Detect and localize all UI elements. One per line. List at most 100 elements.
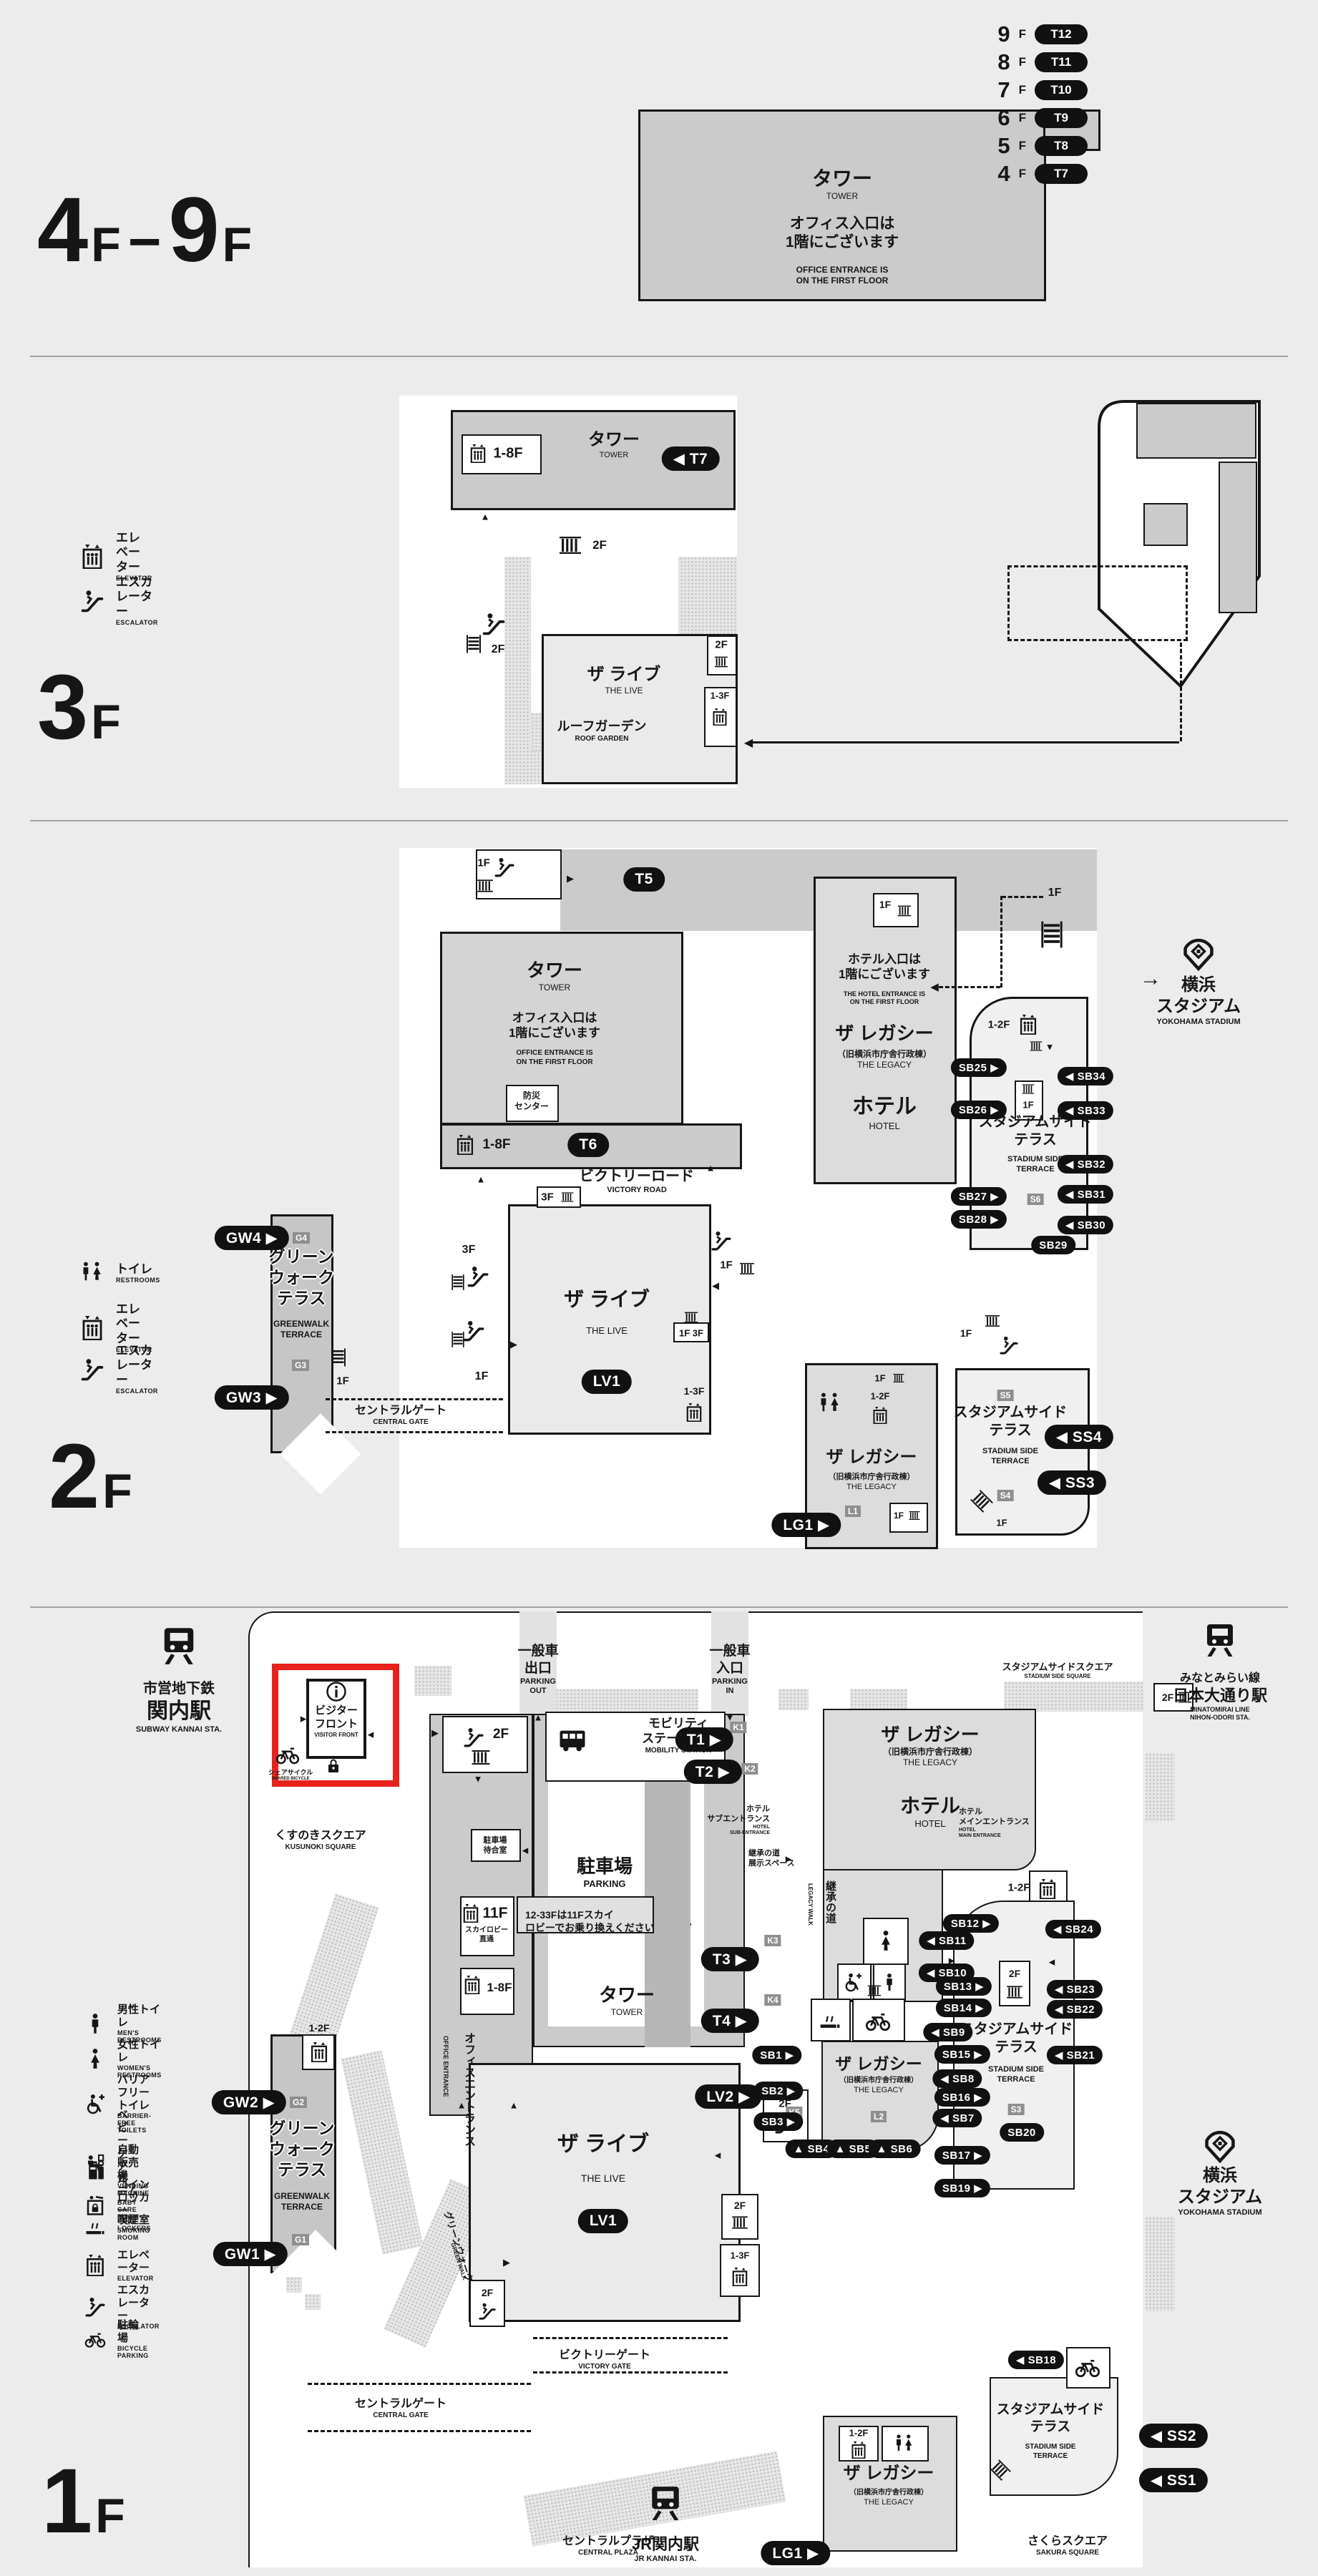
map-label-line: シェアサイクル: [268, 1769, 313, 1776]
floor-label-1f: 1F: [879, 899, 892, 910]
marker-S3: S3: [1007, 2104, 1025, 2115]
map-label-line: 一般車: [517, 1644, 559, 1659]
badge-SB20: SB20: [1000, 2123, 1044, 2142]
map-shape: [480, 2303, 495, 2319]
map-shape: 1: [42, 2450, 93, 2552]
elevator-box: [302, 2034, 335, 2070]
map-label-line: PARKING: [712, 1677, 748, 1686]
map-label-line: オフィス入口は: [512, 1011, 597, 1025]
map-label-line: THE LIVE: [586, 1325, 628, 1336]
map-shape: [1005, 1983, 1024, 2001]
stairs-box: [707, 635, 737, 675]
inset-building: [1136, 403, 1256, 459]
map-shape: [328, 1347, 349, 1368]
arrow-glyph: ▼: [725, 1712, 735, 1723]
floor-number: 7: [997, 77, 1010, 102]
legacy-walk-en: LEGACY WALK: [807, 1883, 814, 1926]
badge-T9: T9: [1035, 107, 1088, 128]
map-label-line: CENTRAL GATE: [373, 1418, 429, 1426]
map-shape: [868, 1986, 881, 1996]
map-shape: [84, 1316, 101, 1340]
stadium-side-terrace: スタジアムサイドテラス: [954, 1404, 1068, 1440]
bousai-center: 防災センター: [514, 1091, 549, 1112]
elev-icon: [463, 1976, 482, 1994]
floor-label-1f: 1F: [996, 1517, 1007, 1528]
marker-K2: K2: [741, 1763, 758, 1775]
map-label-line: 一般車: [709, 1644, 751, 1659]
map-shape: [1001, 1337, 1017, 1353]
legend-label-en: ELEVATOR: [117, 2275, 154, 2282]
map-label-line: （旧横浜市庁舎行政棟）: [836, 1049, 932, 1059]
floor-label-1-3f: 1-3F: [683, 1385, 705, 1397]
map-shape: [463, 1976, 482, 1994]
legend-label-en: VENDING MACHINE: [117, 2182, 150, 2197]
floor-f: F: [1018, 110, 1026, 125]
map-shape: [984, 1312, 1001, 1330]
badge-T2: T2 ▶: [683, 1760, 742, 1784]
map-shape: [894, 2434, 915, 2455]
arrow-glyph: →: [1140, 967, 1161, 990]
badge-SS3: ◀ SS3: [1037, 1470, 1107, 1495]
map-shape: [1040, 1879, 1055, 1898]
badge-SB22: ◀ SB22: [1046, 2000, 1103, 2019]
floor-f: F: [1018, 166, 1026, 180]
map-shape: [715, 657, 728, 668]
map-label-line: 市営地下鉄: [142, 1681, 215, 1697]
marker-G1: G1: [291, 2234, 310, 2245]
elev-icon: [309, 2042, 329, 2062]
map-shape: [469, 1267, 487, 1286]
map-label-line: TOWER: [826, 191, 859, 201]
map-shape: −: [127, 210, 162, 273]
esc-icon: [482, 612, 506, 636]
map-label-line: くすのきスクエア: [275, 1830, 366, 1842]
legend-smoke-icon: [84, 2217, 106, 2238]
map-label-line: テラス: [277, 2160, 327, 2179]
disaster-center-box: [506, 1085, 559, 1122]
map-shape: [819, 2009, 841, 2032]
map-shape: [84, 2255, 106, 2276]
map-shape: [897, 903, 912, 919]
badge-SB14: SB14 ▶: [935, 1999, 992, 2017]
map-label-line: ビジター: [315, 1704, 358, 1717]
map-label-line: スタジアム: [1156, 997, 1241, 1016]
map-shape: [472, 444, 484, 462]
elev-icon: [1018, 1015, 1038, 1035]
floor-label-1-8f: 1-8F: [487, 1981, 512, 1994]
marker-G2: G2: [289, 2097, 308, 2108]
stadium-side-terrace: スタジアムサイドテラス: [960, 2021, 1073, 2057]
map-shape: [557, 532, 583, 558]
map-shape: [908, 1509, 921, 1522]
map-shape: [1075, 2354, 1100, 2380]
map-shape: [898, 906, 911, 917]
legend-label-jp: 男性トイレ: [117, 2004, 161, 2029]
parking-out-lane: [519, 1611, 557, 1716]
badge-LG1: LG1 ▶: [761, 2541, 831, 2565]
map-label-line: 駐車場: [483, 1836, 507, 1845]
st-icon: [470, 1747, 492, 1768]
badge-LV1: LV1: [581, 1370, 633, 1394]
map-shape: [560, 537, 581, 554]
stairs-box: [999, 1961, 1030, 2006]
map-label-line: 直通: [479, 1935, 494, 1943]
map-shape: [652, 2487, 679, 2520]
legacy-walk-jp: 継承の道: [824, 1880, 836, 1923]
badge-SB2: SB2 ▶: [753, 2082, 804, 2100]
map-shape: [470, 1747, 492, 1768]
badge-SB31: ◀ SB31: [1057, 1185, 1114, 1204]
map-label-line: ウォーク: [268, 1267, 334, 1287]
